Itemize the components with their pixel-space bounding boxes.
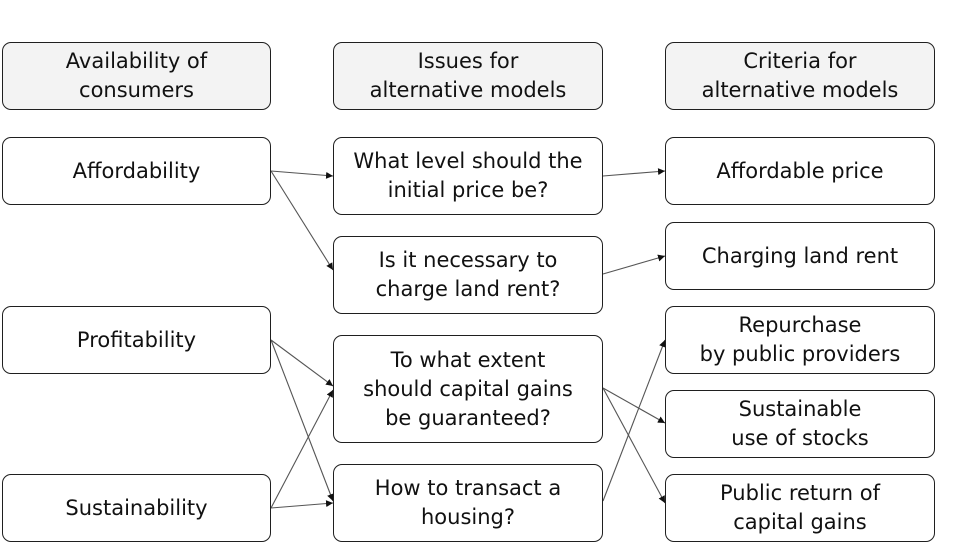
- arrow-profitability-capital-gains: [270, 339, 334, 387]
- header-issues: Issues for alternative models: [333, 42, 603, 110]
- node-land-rent: Is it necessary to charge land rent?: [333, 236, 603, 314]
- node-charging-land-rent: Charging land rent: [665, 222, 935, 290]
- arrow-sustainability-transact: [270, 500, 334, 509]
- header-criteria: Criteria for alternative models: [665, 42, 935, 110]
- node-transact: How to transact a housing?: [333, 464, 603, 542]
- node-sustainability: Sustainability: [2, 474, 271, 542]
- node-initial-price: What level should the initial price be?: [333, 137, 603, 215]
- arrow-affordability-land-rent: [270, 170, 334, 271]
- arrow-sustainability-capital-gains: [270, 389, 334, 509]
- arrow-transact-repurchase: [602, 339, 666, 502]
- arrow-affordability-initial-price: [270, 170, 334, 179]
- node-repurchase: Repurchase by public providers: [665, 306, 935, 374]
- arrow-initial-price-affordable-price: [602, 168, 666, 177]
- node-affordability: Affordability: [2, 137, 271, 205]
- arrow-capital-gains-public-return: [602, 387, 666, 504]
- node-public-return: Public return of capital gains: [665, 474, 935, 542]
- node-affordable-price: Affordable price: [665, 137, 935, 205]
- node-capital-gains: To what extent should capital gains be g…: [333, 335, 603, 443]
- arrow-land-rent-charging-land-rent: [602, 254, 666, 275]
- arrow-profitability-transact: [270, 339, 334, 502]
- header-availability: Availability of consumers: [2, 42, 271, 110]
- node-sustainable-stocks: Sustainable use of stocks: [665, 390, 935, 458]
- arrow-capital-gains-sustainable-stocks: [602, 387, 666, 424]
- node-profitability: Profitability: [2, 306, 271, 374]
